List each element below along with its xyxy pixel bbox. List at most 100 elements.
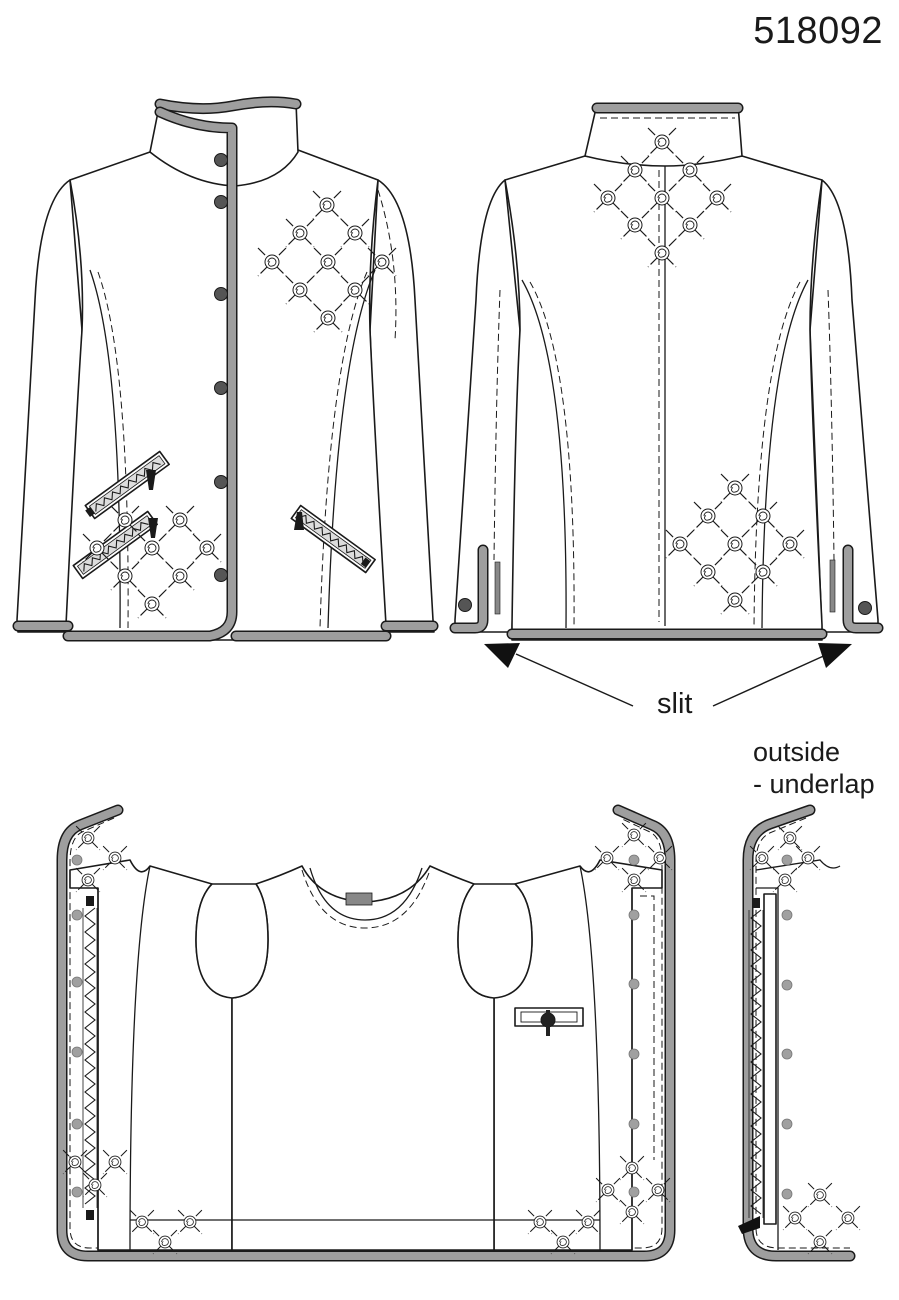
slit-arrow-icon (818, 643, 852, 668)
underlap-label: outside - underlap (753, 736, 875, 800)
brand-label-icon (345, 892, 373, 906)
embroidery-motif-icon (693, 557, 723, 587)
embroidery-motif-icon (62, 1149, 88, 1175)
embroidery-motif-icon (367, 247, 397, 277)
embroidery-motif-icon (285, 275, 315, 305)
underlap-strip (763, 893, 777, 1225)
button-icon (628, 978, 640, 990)
slit-pointer (484, 643, 852, 707)
embroidery-motif-icon (647, 183, 677, 213)
underlap-binding (744, 806, 854, 1260)
embroidery-motif-icon (647, 238, 677, 268)
embroidery-motif-icon (772, 867, 798, 893)
embroidery-motif-icon (835, 1205, 861, 1231)
slit-arrow-icon (484, 643, 520, 668)
embroidery-motif-icon (575, 1209, 601, 1235)
back-yoke-embroidery (593, 127, 732, 268)
underlap-buttons (781, 854, 793, 1200)
button-icon (71, 976, 83, 988)
inside-back-panel (231, 865, 495, 1251)
back-hem-embroidery (665, 473, 805, 615)
embroidery-motif-icon (165, 505, 195, 535)
front-right-princess-seam (327, 269, 376, 629)
front-buttons (214, 153, 228, 582)
inside-buttons (71, 854, 640, 1198)
zipper-pocket-icon (72, 510, 158, 580)
zipper-pull-icon (148, 518, 158, 538)
underlap-label-line2: - underlap (753, 769, 875, 799)
button-icon (458, 598, 472, 612)
front-edge-binding (64, 108, 236, 640)
embroidery-motif-icon (527, 1209, 553, 1235)
embroidery-motif-icon (748, 501, 778, 531)
embroidery-motif-icon (645, 1177, 671, 1203)
button-icon (781, 1188, 793, 1200)
embroidery-motif-icon (702, 183, 732, 213)
button-icon (214, 287, 228, 301)
embroidery-motif-icon (313, 247, 343, 277)
embroidery-motif-icon (340, 218, 370, 248)
embroidery-motif-icon (647, 127, 677, 157)
button-icon (214, 195, 228, 209)
embroidery-motif-icon (621, 822, 647, 848)
zipper-pull-icon (146, 470, 156, 490)
button-icon (628, 854, 640, 866)
button-icon (781, 909, 793, 921)
button-icon (781, 1048, 793, 1060)
inside-zipper (82, 907, 98, 1208)
button-icon (781, 854, 793, 866)
embroidery-motif-icon (75, 825, 101, 851)
embroidery-motif-icon (82, 1172, 108, 1198)
underlap-embroidery (749, 825, 861, 1255)
embroidery-motif-icon (720, 529, 750, 559)
embroidery-motif-icon (137, 533, 167, 563)
embroidery-motif-icon (621, 867, 647, 893)
inside-edge-binding (58, 806, 674, 1260)
embroidery-motif-icon (340, 275, 370, 305)
embroidery-motif-icon (620, 155, 650, 185)
style-number: 518092 (753, 10, 883, 52)
embroidery-motif-icon (775, 529, 805, 559)
embroidery-motif-icon (594, 845, 620, 871)
embroidery-motif-icon (675, 210, 705, 240)
embroidery-motif-icon (593, 183, 623, 213)
front-chest-embroidery (257, 190, 397, 333)
inside-pocket (514, 1007, 584, 1036)
underlap-label-line1: outside (753, 737, 841, 767)
underlap-detail-view (738, 804, 861, 1262)
back-right-cuff-slit-binding (844, 546, 882, 632)
embroidery-motif-icon (152, 1229, 178, 1255)
embroidery-motif-icon (137, 589, 167, 619)
button-icon (71, 1186, 83, 1198)
embroidery-motif-icon (313, 303, 343, 333)
back-view (449, 102, 884, 641)
embroidery-motif-icon (795, 845, 821, 871)
embroidery-motif-icon (285, 218, 315, 248)
button-icon (781, 979, 793, 991)
button-icon (214, 475, 228, 489)
embroidery-motif-icon (550, 1229, 576, 1255)
button-icon (781, 1118, 793, 1130)
front-body (65, 149, 387, 641)
button-icon (214, 153, 228, 167)
embroidery-motif-icon (75, 867, 101, 893)
embroidery-motif-icon (165, 561, 195, 591)
zipper-pull-icon (294, 512, 304, 530)
button-icon (71, 1118, 83, 1130)
embroidery-motif-icon (619, 1155, 645, 1181)
slit-tape-right (829, 559, 836, 613)
button-icon (71, 909, 83, 921)
inside-flat-view (56, 804, 676, 1262)
embroidery-motif-icon (748, 557, 778, 587)
embroidery-motif-icon (595, 1177, 621, 1203)
embroidery-motif-icon (312, 190, 342, 220)
embroidery-motif-icon (807, 1182, 833, 1208)
embroidery-motif-icon (720, 473, 750, 503)
right-armhole (457, 883, 533, 999)
embroidery-motif-icon (720, 585, 750, 615)
embroidery-motif-icon (665, 529, 695, 559)
embroidery-motif-icon (102, 845, 128, 871)
embroidery-motif-icon (749, 845, 775, 871)
embroidery-motif-icon (782, 1205, 808, 1231)
